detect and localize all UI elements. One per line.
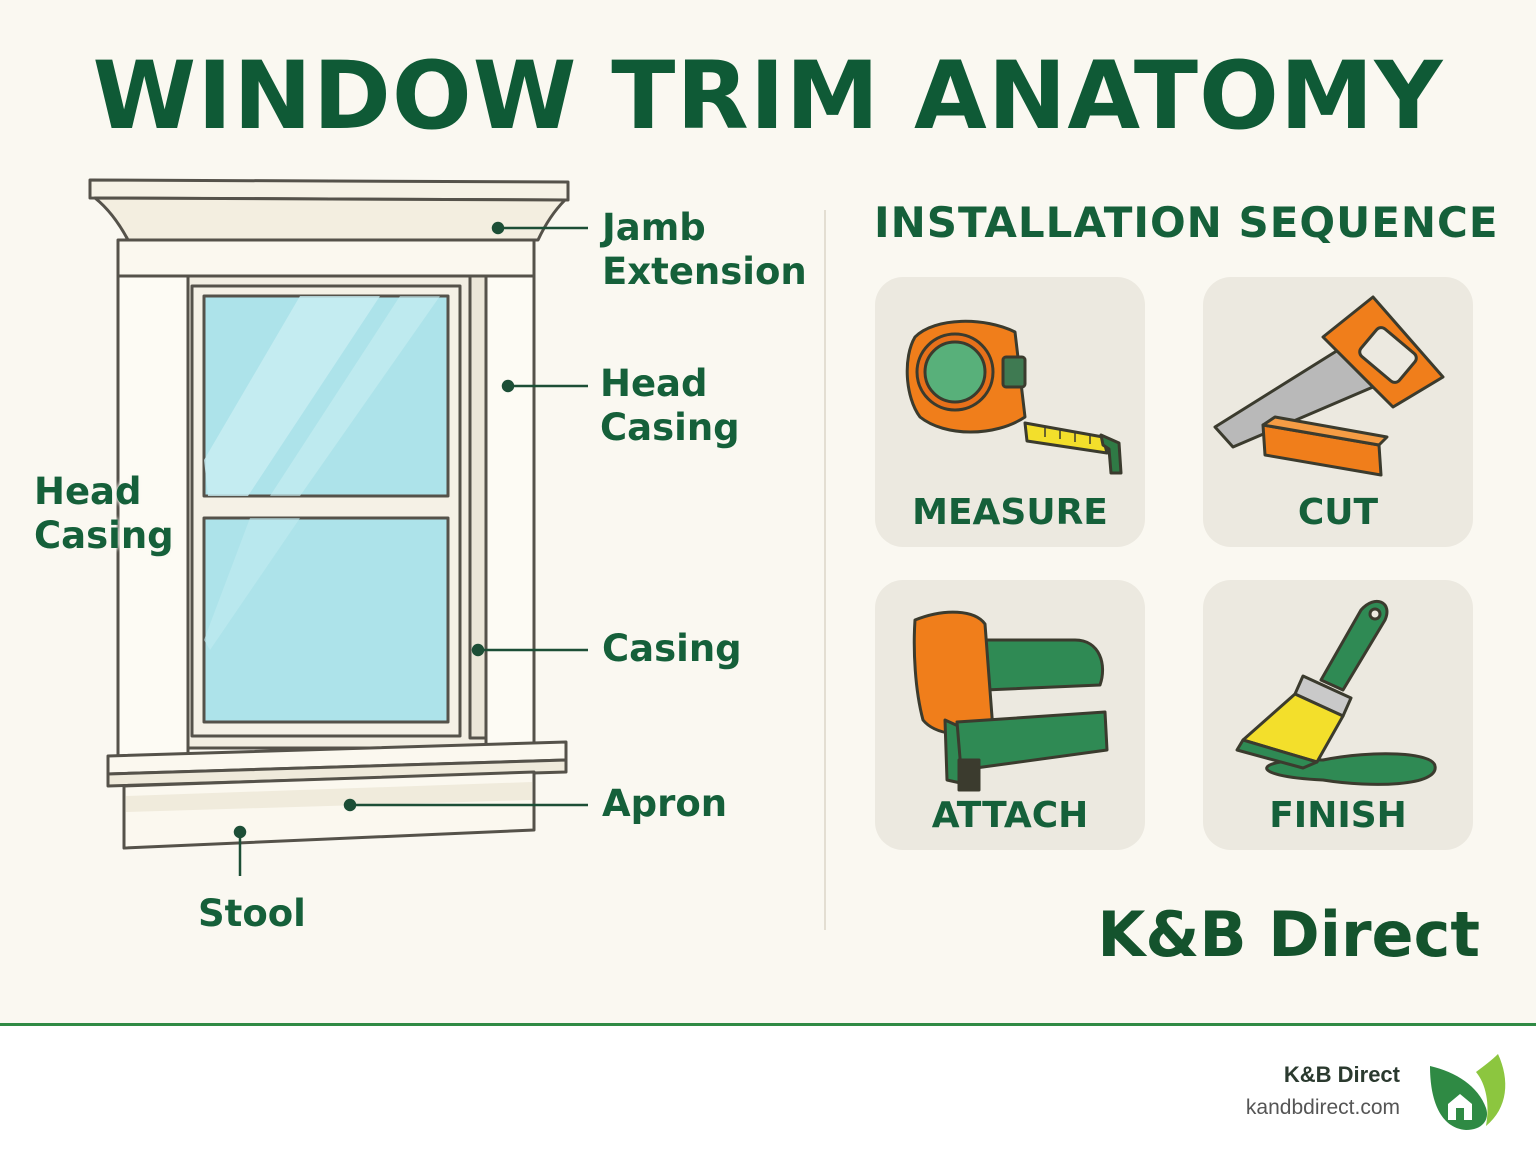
step-label-finish: FINISH bbox=[1269, 795, 1407, 836]
crown-molding bbox=[93, 196, 567, 242]
label-jamb-extension: Jamb Extension bbox=[602, 206, 807, 293]
label-head-casing-right: Head Casing bbox=[600, 362, 740, 449]
step-label-measure: MEASURE bbox=[912, 492, 1108, 533]
window-trim-diagram bbox=[88, 178, 588, 876]
left-casing-board bbox=[116, 274, 190, 760]
right-casing-board bbox=[484, 274, 536, 760]
step-label-attach: ATTACH bbox=[931, 795, 1089, 836]
footer-url[interactable]: kandbdirect.com bbox=[1245, 1096, 1400, 1119]
infographic: WINDOW TRIM ANATOMY bbox=[0, 0, 1536, 1024]
step-label-cut: CUT bbox=[1297, 492, 1379, 533]
leaf-house-logo-icon bbox=[1430, 1054, 1506, 1130]
step-card-finish: FINISH bbox=[1203, 580, 1473, 850]
tape-measure-icon bbox=[905, 319, 1123, 475]
crown-cap bbox=[88, 178, 570, 202]
head-casing-board bbox=[116, 238, 536, 278]
label-apron: Apron bbox=[602, 782, 728, 825]
hand-saw-icon bbox=[1213, 295, 1445, 477]
nail-gun-icon bbox=[912, 610, 1109, 792]
label-casing: Casing bbox=[602, 627, 742, 670]
label-stool: Stool bbox=[198, 892, 306, 935]
footer-divider bbox=[0, 1023, 1536, 1026]
step-card-cut: CUT bbox=[1203, 277, 1473, 547]
paint-brush-icon bbox=[1235, 599, 1437, 786]
brand-name: K&B Direct bbox=[1097, 898, 1480, 971]
installation-title: INSTALLATION SEQUENCE bbox=[874, 198, 1499, 247]
footer-brand-name: K&B Direct bbox=[1283, 1062, 1400, 1087]
section-divider bbox=[824, 210, 826, 930]
label-head-casing-left: Head Casing bbox=[34, 470, 174, 557]
step-card-attach: ATTACH bbox=[875, 580, 1145, 850]
page-title: WINDOW TRIM ANATOMY bbox=[92, 42, 1444, 151]
step-card-measure: MEASURE bbox=[875, 277, 1145, 547]
